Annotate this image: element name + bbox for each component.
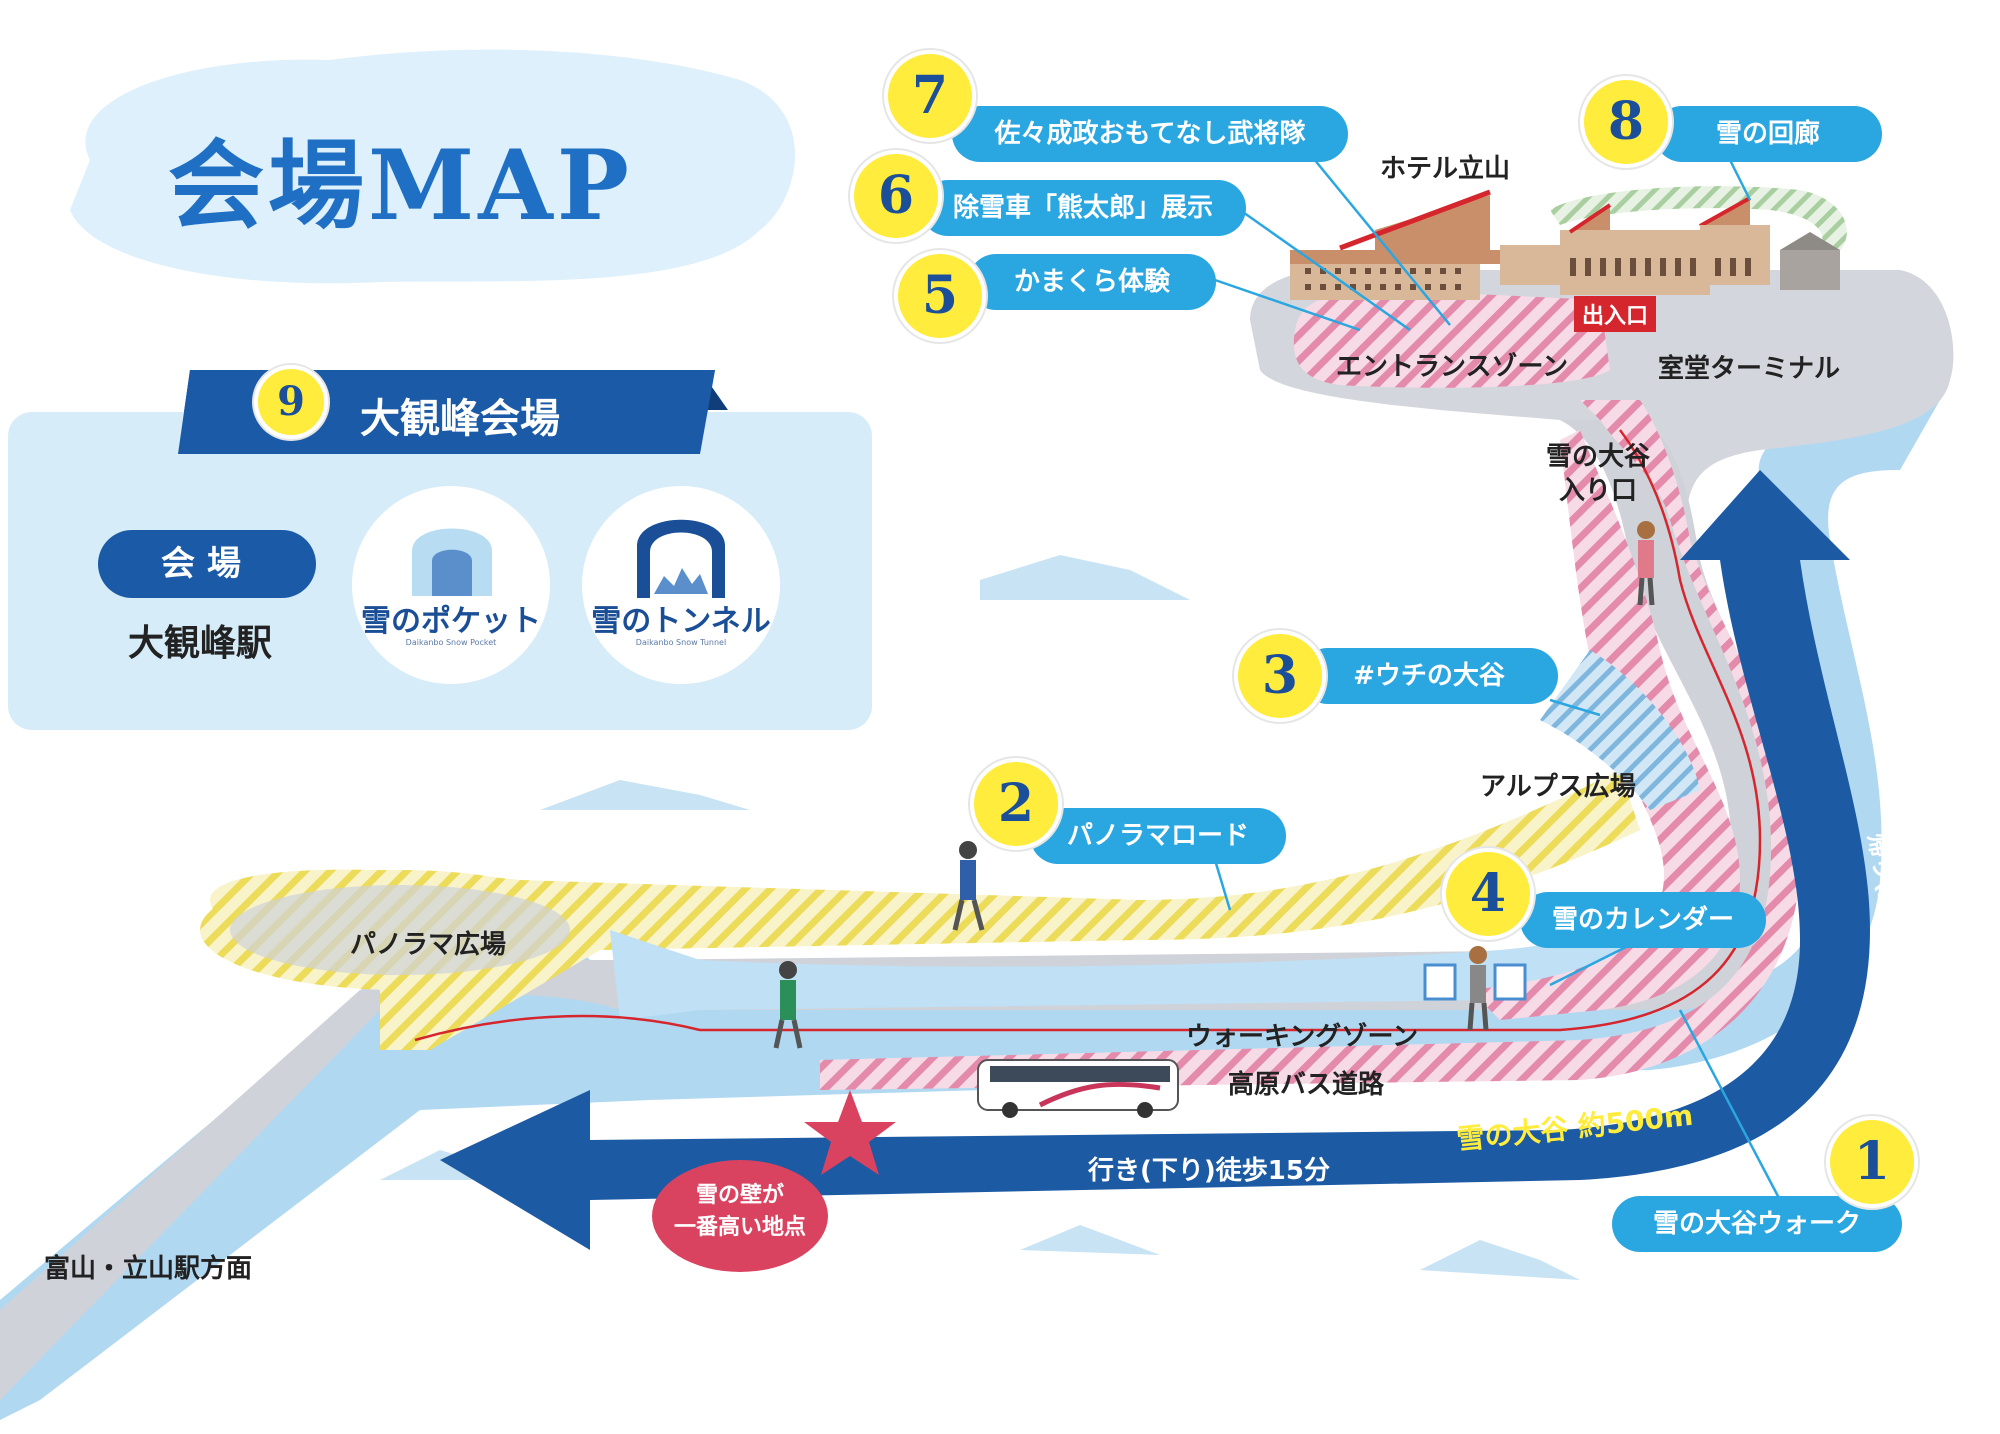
calendar-board-2: [1493, 963, 1527, 1001]
callout-4-number: 4: [1442, 848, 1534, 940]
logo-snow-tunnel: [582, 486, 780, 684]
callout-8-label: 雪の回廊: [1654, 106, 1882, 162]
hotel-windows: [1305, 258, 1751, 290]
callout-4-label: 雪のカレンダー: [1520, 892, 1766, 948]
callout-7-number: 7: [884, 50, 976, 142]
logo-snow-pocket-text: 雪のポケット: [361, 604, 541, 639]
label-alps-square: アルプス広場: [1480, 772, 1636, 802]
logo-snow-pocket-sub: Daikanbo Snow Pocket: [405, 638, 497, 647]
snow-tunnel-icon: [637, 519, 725, 598]
alps-square-area: [1540, 650, 1700, 810]
callout-1-label: 雪の大谷ウォーク: [1612, 1196, 1902, 1252]
entrance-zone-area: [1293, 290, 1610, 388]
logo-snow-tunnel-text: 雪のトンネル: [591, 604, 771, 639]
callout-7-label: 佐々成政おもてなし武将隊: [952, 106, 1348, 162]
walking-zone-mid: [1470, 430, 1740, 1020]
route-down-label: 行き(下り)徒歩15分: [1088, 1156, 1330, 1186]
logo-snow-pocket: [352, 486, 550, 684]
panorama-road-area: [210, 770, 1640, 1050]
label-walking-zone: ウォーキングゾーン: [1186, 1022, 1419, 1052]
walker-figure-3: [1467, 946, 1489, 1031]
star-icon: [804, 1090, 896, 1175]
callout-3-label: #ウチの大谷: [1300, 648, 1558, 704]
walker-figure-4: [1637, 521, 1655, 606]
route-arrow: [440, 470, 1870, 1250]
label-panorama-square: パノラマ広場: [350, 930, 507, 960]
callout-2-label: パノラマロード: [1030, 808, 1286, 864]
calendar-board-1: [1423, 963, 1457, 1001]
callout-1-number: 1: [1826, 1116, 1918, 1208]
label-otani-entrance: 雪の大谷 入り口: [1546, 442, 1651, 506]
callout-3-number: 3: [1234, 630, 1326, 722]
venue-chip: 会場: [98, 530, 316, 598]
callout-8-number: 8: [1580, 76, 1672, 168]
hotel-building: [1290, 189, 1840, 300]
snow-corridor: [1550, 186, 1847, 260]
label-entrance-zone: エントランスゾーン: [1336, 352, 1569, 382]
walking-zone: [820, 400, 1801, 1090]
venue-number-badge: 9: [254, 365, 328, 439]
callout-5-label: かまくら体験: [968, 254, 1216, 310]
label-highest-wall: 雪の壁が 一番高い地点: [652, 1160, 828, 1272]
label-hotel: ホテル立山: [1380, 154, 1511, 184]
label-bus-road: 高原バス道路: [1228, 1070, 1385, 1100]
callout-2-number: 2: [970, 758, 1062, 850]
title-cloud: [70, 49, 795, 284]
bus-icon: [977, 1059, 1179, 1118]
label-entrance-exit: 出入口: [1574, 296, 1657, 332]
venue-name: 大観峰会場: [360, 396, 560, 442]
page-title: 会場MAP: [168, 129, 633, 242]
callout-5-number: 5: [894, 250, 986, 342]
label-direction: 富山・立山駅方面: [44, 1254, 253, 1284]
station-name: 大観峰駅: [128, 623, 273, 664]
callout-6-label: 除雪車「熊太郎」展示: [920, 180, 1246, 236]
walker-figure-2: [773, 961, 803, 1049]
logo-snow-tunnel-sub: Daikanbo Snow Tunnel: [635, 638, 727, 647]
snow-pocket-icon: [412, 528, 492, 596]
callout-6-number: 6: [850, 150, 942, 242]
label-terminal: 室堂ターミナル: [1658, 354, 1841, 384]
walker-figure-1: [952, 841, 985, 931]
